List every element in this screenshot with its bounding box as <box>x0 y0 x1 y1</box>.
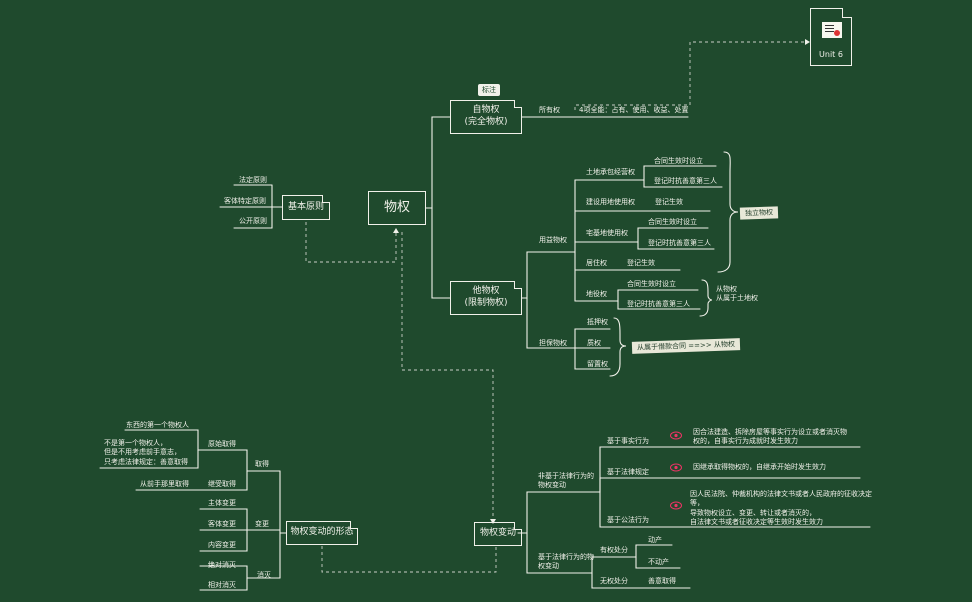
principle-item: 客体特定原则 <box>224 197 266 205</box>
eye-icon <box>670 501 682 510</box>
other-right-node[interactable]: 他物权 (限制物权) <box>450 281 522 315</box>
change-label: 变更 <box>255 520 269 528</box>
principle-item: 法定原则 <box>239 176 267 184</box>
ownership-detail: 4项全能：占有、使用、收益、处置 <box>579 106 689 114</box>
change-forms-node[interactable]: 物权变动的形态 <box>286 521 358 545</box>
eye-icon <box>670 431 682 440</box>
servitude-effect: 合同生效时设立 <box>627 280 676 288</box>
legal-change-label: 基于法律行为的物权变动 <box>538 553 594 571</box>
unit-file-icon[interactable]: Unit 6 <box>810 8 852 66</box>
ownership-label: 所有权 <box>539 106 560 114</box>
eye-icon <box>670 463 682 472</box>
land-contract-register: 登记时抗善意第三人 <box>654 177 717 185</box>
fact-act-label: 基于事实行为 <box>607 437 649 445</box>
subject-change: 主体变更 <box>208 499 236 507</box>
immovable-label: 不动产 <box>648 558 669 566</box>
public-act-note: 因人民法院、仲裁机构的法律文书或者人民政府的征收决定 等， 导致物权设立、变更、… <box>690 490 872 528</box>
public-act-note-line: 因人民法院、仲裁机构的法律文书或者人民政府的征收决定 <box>690 490 872 498</box>
object-change: 客体变更 <box>208 520 236 528</box>
other-right-subtitle: (限制物权) <box>464 298 508 308</box>
derived-note: 从前手那里取得 <box>140 480 189 488</box>
land-contract-effect: 合同生效时设立 <box>654 157 703 165</box>
lien-label: 留置权 <box>587 360 608 368</box>
nonlegal-change-label: 非基于法律行为的物权变动 <box>538 472 594 490</box>
homestead-register: 登记时抗善意第三人 <box>648 239 711 247</box>
central-topic-label: 物权 <box>383 199 410 215</box>
public-act-label: 基于公法行为 <box>607 516 649 524</box>
extinct-label: 消灭 <box>257 571 271 579</box>
bona-fide-label: 善意取得 <box>648 577 676 585</box>
public-act-note-line: 自法律文书或者征收决定等生效时发生效力 <box>690 518 823 527</box>
original-acquire-label: 原始取得 <box>208 440 236 448</box>
public-act-note-line: 等， <box>690 499 704 508</box>
accessory-note-1: 从物权 <box>716 285 737 293</box>
central-topic[interactable]: 物权 <box>368 191 426 225</box>
content-change: 内容变更 <box>208 541 236 549</box>
unauthorized-disposal-label: 无权处分 <box>600 577 628 585</box>
residence-effect: 登记生效 <box>627 259 655 267</box>
derived-acquire-label: 继受取得 <box>208 480 236 488</box>
property-change-node[interactable]: 物权变动 <box>474 522 522 546</box>
relative-extinct: 相对消灭 <box>208 581 236 589</box>
pledge-label: 质权 <box>587 339 601 347</box>
original-note-2: 不是第一个物权人， 但是不用考虑前手意志， 只考虑法律规定：善意取得 <box>104 439 188 467</box>
mortgage-label: 抵押权 <box>587 318 608 326</box>
other-right-title: 他物权 <box>472 286 500 297</box>
original-note-2-line: 只考虑法律规定：善意取得 <box>104 457 188 466</box>
law-provision-note: 因继承取得物权的，自继承开始时发生效力 <box>693 463 826 471</box>
basic-principle-node[interactable]: 基本原则 <box>282 195 330 220</box>
construction-effect: 登记生效 <box>655 198 683 206</box>
own-right-subtitle: (完全物权) <box>464 117 508 127</box>
homestead-label: 宅基地使用权 <box>586 229 628 237</box>
accessory-note-2: 从属于土地权 <box>716 294 758 302</box>
unit-label: Unit 6 <box>819 50 843 59</box>
basic-principle-label: 基本原则 <box>287 201 324 212</box>
land-contract-label: 土地承包经营权 <box>586 168 635 176</box>
original-note-1: 东西的第一个物权人 <box>126 421 189 429</box>
acquire-label: 取得 <box>255 460 269 468</box>
servitude-label: 地役权 <box>586 290 607 298</box>
homestead-effect: 合同生效时设立 <box>648 218 697 226</box>
absolute-extinct: 绝对消灭 <box>208 561 236 569</box>
property-change-label: 物权变动 <box>479 528 516 539</box>
construction-label: 建设用地使用权 <box>586 198 635 206</box>
own-right-node[interactable]: 自物权 (完全物权) <box>450 100 522 134</box>
note-tag: 标注 <box>478 84 500 96</box>
original-note-2-line: 不是第一个物权人， <box>104 439 167 447</box>
residence-label: 居住权 <box>586 259 607 267</box>
independent-right-note: 独立物权 <box>739 206 779 220</box>
fact-act-note: 因合法建造、拆除房屋等事实行为设立或者消灭物 权的，自事实行为成就时发生效力 <box>693 428 847 447</box>
usufruct-label: 用益物权 <box>539 236 567 244</box>
law-provision-label: 基于法律规定 <box>607 468 649 476</box>
document-icon <box>821 21 843 39</box>
movable-label: 动产 <box>648 536 662 544</box>
own-right-title: 自物权 <box>472 105 500 116</box>
fact-act-note-line: 权的，自事实行为成就时发生效力 <box>693 437 798 446</box>
public-act-note-line: 导致物权设立、变更、转让或者消灭的， <box>690 508 816 517</box>
security-label: 担保物权 <box>539 339 567 347</box>
authorized-disposal-label: 有权处分 <box>600 546 628 554</box>
original-note-2-line: 但是不用考虑前手意志， <box>104 448 181 457</box>
change-forms-label: 物权变动的形态 <box>290 527 354 538</box>
fact-act-note-line: 因合法建造、拆除房屋等事实行为设立或者消灭物 <box>693 428 847 436</box>
servitude-register: 登记时抗善意第三人 <box>627 300 690 308</box>
principle-item: 公开原则 <box>239 217 267 225</box>
